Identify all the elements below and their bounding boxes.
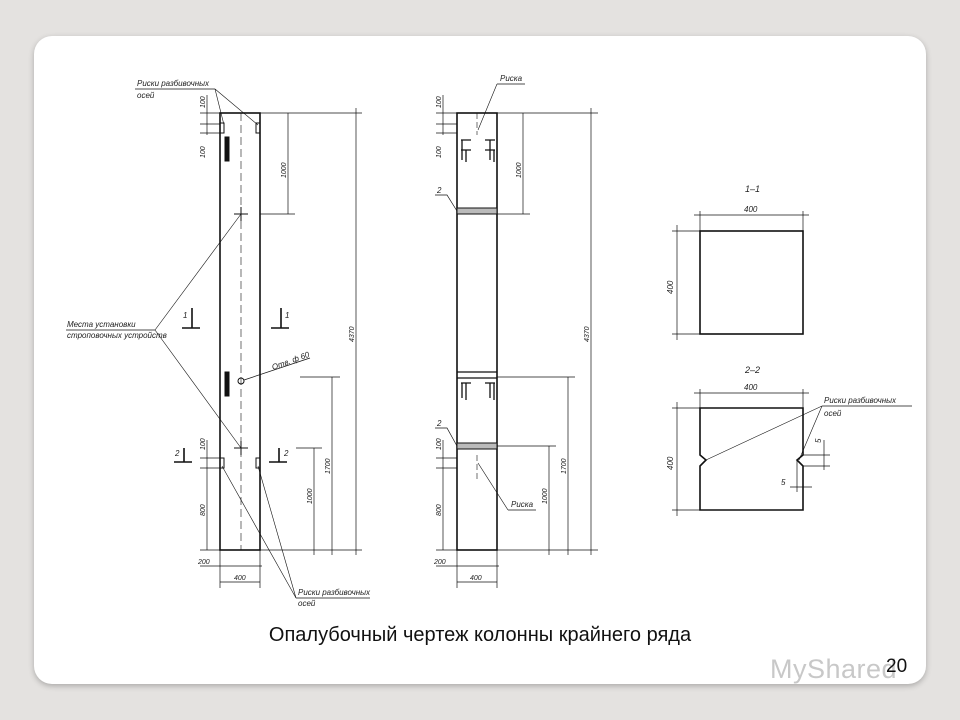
label-mesta-2: строповочных устройств	[67, 331, 167, 340]
band-mark-2-bottom: 2	[436, 419, 442, 428]
label-otv: Отв. ф 60	[271, 350, 312, 372]
dim-100-c-m: 100	[436, 438, 443, 450]
label-osei-bottom: осей	[298, 599, 316, 608]
section-title-2-2: 2–2	[744, 365, 760, 375]
mark-2-left: 2	[174, 449, 180, 458]
label-mesta-1: Места установки	[67, 320, 136, 329]
column-right-outline	[456, 112, 498, 551]
dim-200-mid: 200	[433, 559, 446, 566]
label-riski-top: Риски разбивочных	[137, 79, 210, 88]
band-mark-2-top: 2	[436, 186, 442, 195]
mark-1-left: 1	[183, 311, 187, 320]
axis-tick	[219, 457, 225, 469]
label-osei-top: осей	[137, 91, 155, 100]
dim-4370-left: 4370	[349, 326, 356, 342]
embedded-plate	[224, 136, 230, 162]
dim-1700-left: 1700	[325, 458, 332, 474]
dim-100-c: 100	[200, 438, 207, 450]
column-left-outline	[219, 112, 261, 551]
label-riska-top: Риска	[500, 74, 523, 83]
section-title-1-1: 1–1	[745, 184, 760, 194]
dim-100-b: 100	[200, 146, 207, 158]
dim-1000-mid-top: 1000	[516, 162, 523, 178]
section-band	[456, 442, 498, 450]
mark-1-right: 1	[285, 311, 289, 320]
dim-400-s2-side: 400	[666, 456, 675, 470]
embedded-plate	[224, 371, 230, 397]
axis-tick	[255, 122, 261, 134]
label-osei-section: осей	[824, 409, 842, 418]
dim-400-s1-top: 400	[744, 205, 758, 214]
section-1-1	[699, 230, 804, 335]
slide-panel	[34, 36, 926, 684]
dim-100-top-m: 100	[436, 96, 443, 108]
section-2-2	[699, 407, 804, 511]
dim-1700-mid: 1700	[561, 458, 568, 474]
hole-60	[237, 377, 245, 385]
slide-caption: Опалубочный чертеж колонны крайнего ряда	[268, 624, 692, 646]
dim-100-top: 100	[200, 96, 207, 108]
label-riski-bottom: Риски разбивочных	[298, 588, 371, 597]
dim-1000-mid-bottom: 1000	[542, 488, 549, 504]
axis-tick	[255, 457, 261, 469]
label-riski-section: Риски разбивочных	[824, 396, 897, 405]
dim-1000-left-top: 1000	[281, 162, 288, 178]
mark-2-right: 2	[283, 449, 289, 458]
dim-400-left: 400	[234, 575, 246, 582]
label-riska-bottom: Риска	[511, 500, 534, 509]
section-band	[456, 207, 498, 215]
dim-800-left: 800	[200, 504, 207, 516]
dim-100-b-m: 100	[436, 146, 443, 158]
dim-1000-left-bottom: 1000	[307, 488, 314, 504]
axis-tick	[219, 122, 225, 134]
dim-4370-mid: 4370	[584, 326, 591, 342]
dim-400-s2-top: 400	[744, 383, 758, 392]
dim-200-left: 200	[197, 559, 210, 566]
dim-400-s1-side: 400	[666, 280, 675, 294]
dim-800-mid: 800	[436, 504, 443, 516]
page-number: 20	[886, 656, 908, 677]
dim-5-horizontal: 5	[781, 478, 786, 487]
watermark-logo: MyShared	[770, 654, 898, 684]
dim-5-vertical: 5	[814, 438, 823, 443]
dim-400-mid: 400	[470, 575, 482, 582]
